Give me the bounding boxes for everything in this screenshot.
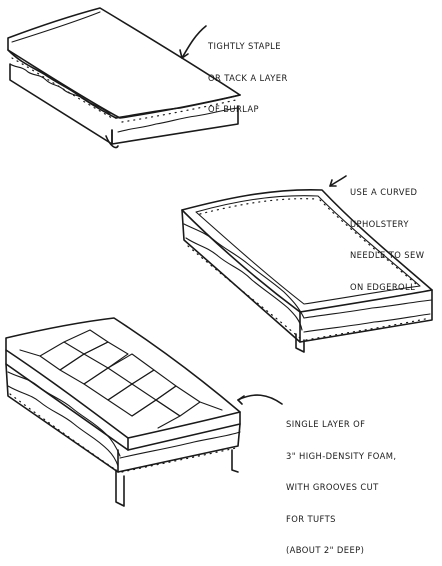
burlap-annotation: TIGHTLY STAPLE OR TACK A LAYER OF BURLAP: [208, 20, 288, 125]
edgeroll-line-2: UPHOLSTERY: [350, 218, 409, 229]
burlap-covered-base: [7, 7, 241, 149]
edgeroll-line-1: USE A CURVED: [350, 187, 418, 197]
upholstery-steps-sketch: [5, 7, 433, 507]
foam-line-2: 3" HIGH-DENSITY FOAM,: [286, 450, 397, 461]
foam-annotation: SINGLE LAYER OF 3" HIGH-DENSITY FOAM, WI…: [286, 398, 396, 566]
burlap-line-1: TIGHTLY STAPLE: [208, 41, 281, 51]
edgeroll-annotation: USE A CURVED UPHOLSTERY NEEDLE TO SEW ON…: [350, 166, 424, 303]
burlap-leader: [181, 25, 207, 59]
burlap-line-3: OF BURLAP: [208, 104, 260, 114]
edgeroll-line-4: ON EDGEROLL: [350, 281, 416, 292]
edgeroll-line-3: NEEDLE TO SEW: [350, 250, 425, 260]
tufted-foam-base: [5, 317, 241, 507]
foam-line-1: SINGLE LAYER OF: [286, 419, 366, 429]
leader-arrows: [179, 25, 347, 405]
burlap-line-2: OR TACK A LAYER: [208, 72, 288, 83]
foam-line-5: (ABOUT 2" DEEP): [286, 545, 365, 555]
foam-line-4: FOR TUFTS: [286, 513, 336, 524]
edgeroll-base: [181, 188, 433, 353]
edgeroll-leader: [329, 175, 347, 187]
foam-line-3: WITH GROOVES CUT: [286, 482, 379, 492]
